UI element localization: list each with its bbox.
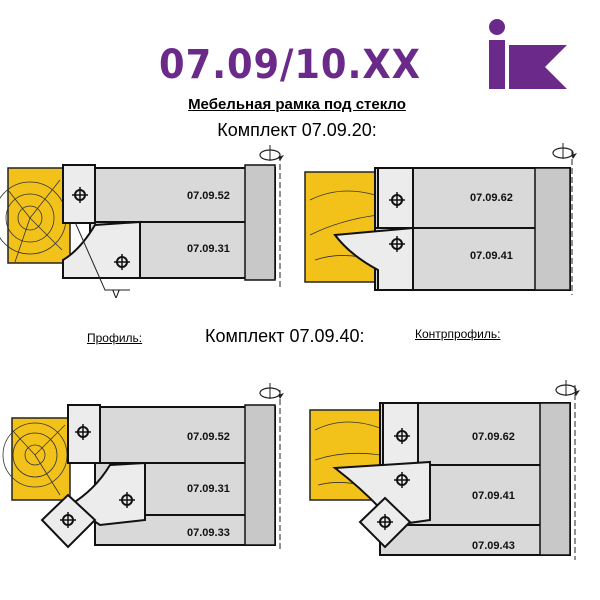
diagram-top-profile: V 07.09.52 07.09.31: [0, 144, 285, 301]
diagram-top-counterprofile: 07.09.62 07.09.41: [304, 142, 578, 295]
cutter-code: 07.09.52: [187, 431, 230, 443]
cutter-code: 07.09.41: [472, 490, 515, 502]
profile-label: Профиль:: [87, 331, 143, 345]
ibk-logo: [489, 19, 567, 89]
cutter-code: 07.09.41: [470, 250, 513, 262]
cutter-code: 07.09.43: [472, 540, 515, 552]
knife: [62, 220, 141, 279]
product-code-title: 07.09/10.XX: [159, 42, 421, 88]
cutter-code: 07.09.52: [187, 190, 230, 202]
knife: [382, 402, 419, 466]
rotation-direction-icon: [259, 144, 285, 162]
cutter-code: 07.09.31: [187, 243, 230, 255]
knife: [62, 164, 96, 224]
rotation-direction-icon: [555, 379, 581, 397]
cutter-code: 07.09.62: [472, 431, 515, 443]
knife: [377, 167, 414, 229]
cutter-code: 07.09.33: [187, 527, 230, 539]
knife: [68, 461, 146, 527]
counter-profile-label: Контрпрофиль:: [415, 327, 501, 341]
diagram-bottom-profile: 07.09.52 07.09.31 07.09.33: [2, 382, 285, 550]
cutter-code: 07.09.62: [470, 192, 513, 204]
diagram-bottom-counterprofile: 07.09.62 07.09.41 07.09.43: [309, 379, 581, 560]
annotation-v: V: [112, 287, 120, 301]
rotation-direction-icon: [552, 142, 578, 160]
kit-label-top: Комплект 07.09.20:: [217, 120, 377, 140]
wood-workpiece: [11, 417, 71, 501]
kit-label-middle: Комплект 07.09.40:: [205, 326, 365, 346]
subtitle: Мебельная рамка под стекло: [188, 96, 406, 113]
knife: [67, 404, 101, 464]
cutter-code: 07.09.31: [187, 483, 230, 495]
